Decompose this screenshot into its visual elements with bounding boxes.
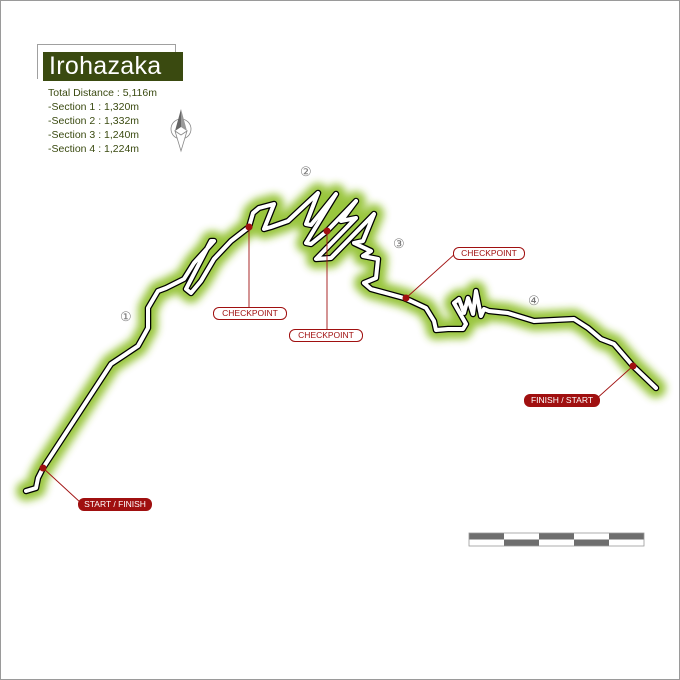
track-road	[24, 191, 658, 493]
leader-line	[42, 467, 82, 504]
scale-segment	[574, 533, 609, 540]
section-number-2: ②	[300, 164, 312, 179]
checkpoint-marker[interactable]	[402, 294, 410, 302]
section-1-distance: -Section 1 : 1,320m	[48, 101, 140, 113]
checkpoint-label-2: CHECKPOINT	[289, 329, 363, 342]
section-3-distance: -Section 3 : 1,240m	[48, 129, 140, 141]
scale-segment	[574, 539, 609, 546]
total-distance: Total Distance : 5,116m	[48, 87, 157, 99]
checkpoint-marker[interactable]	[245, 223, 253, 231]
track-outline	[22, 189, 660, 495]
scale-segment	[504, 539, 539, 546]
start-finish-label: START / FINISH	[78, 498, 152, 511]
compass-icon	[170, 109, 192, 153]
scale-segment	[609, 539, 644, 546]
leader-line	[405, 252, 457, 299]
checkpoint-marker[interactable]	[323, 227, 331, 235]
section-number-1: ①	[120, 309, 132, 324]
scale-segment	[539, 539, 574, 546]
section-number-3: ③	[393, 236, 405, 251]
start-marker[interactable]	[39, 464, 47, 472]
section-2-distance: -Section 2 : 1,332m	[48, 115, 140, 127]
finish-marker[interactable]	[629, 362, 637, 370]
scale-segment	[539, 533, 574, 540]
checkpoint-label-1: CHECKPOINT	[213, 307, 287, 320]
checkpoint-label-3: CHECKPOINT	[453, 247, 525, 260]
section-4-distance: -Section 4 : 1,224m	[48, 143, 140, 155]
scale-segment	[504, 533, 539, 540]
section-number-4: ④	[528, 293, 540, 308]
scale-border	[468, 532, 645, 547]
scale-bar	[468, 532, 645, 547]
scale-segment	[469, 533, 504, 540]
finish-start-label: FINISH / START	[524, 394, 600, 407]
leader-line	[594, 365, 634, 401]
course-track	[16, 183, 666, 501]
course-title: Irohazaka	[43, 52, 183, 81]
scale-segment	[609, 533, 644, 540]
scale-segment	[469, 539, 504, 546]
